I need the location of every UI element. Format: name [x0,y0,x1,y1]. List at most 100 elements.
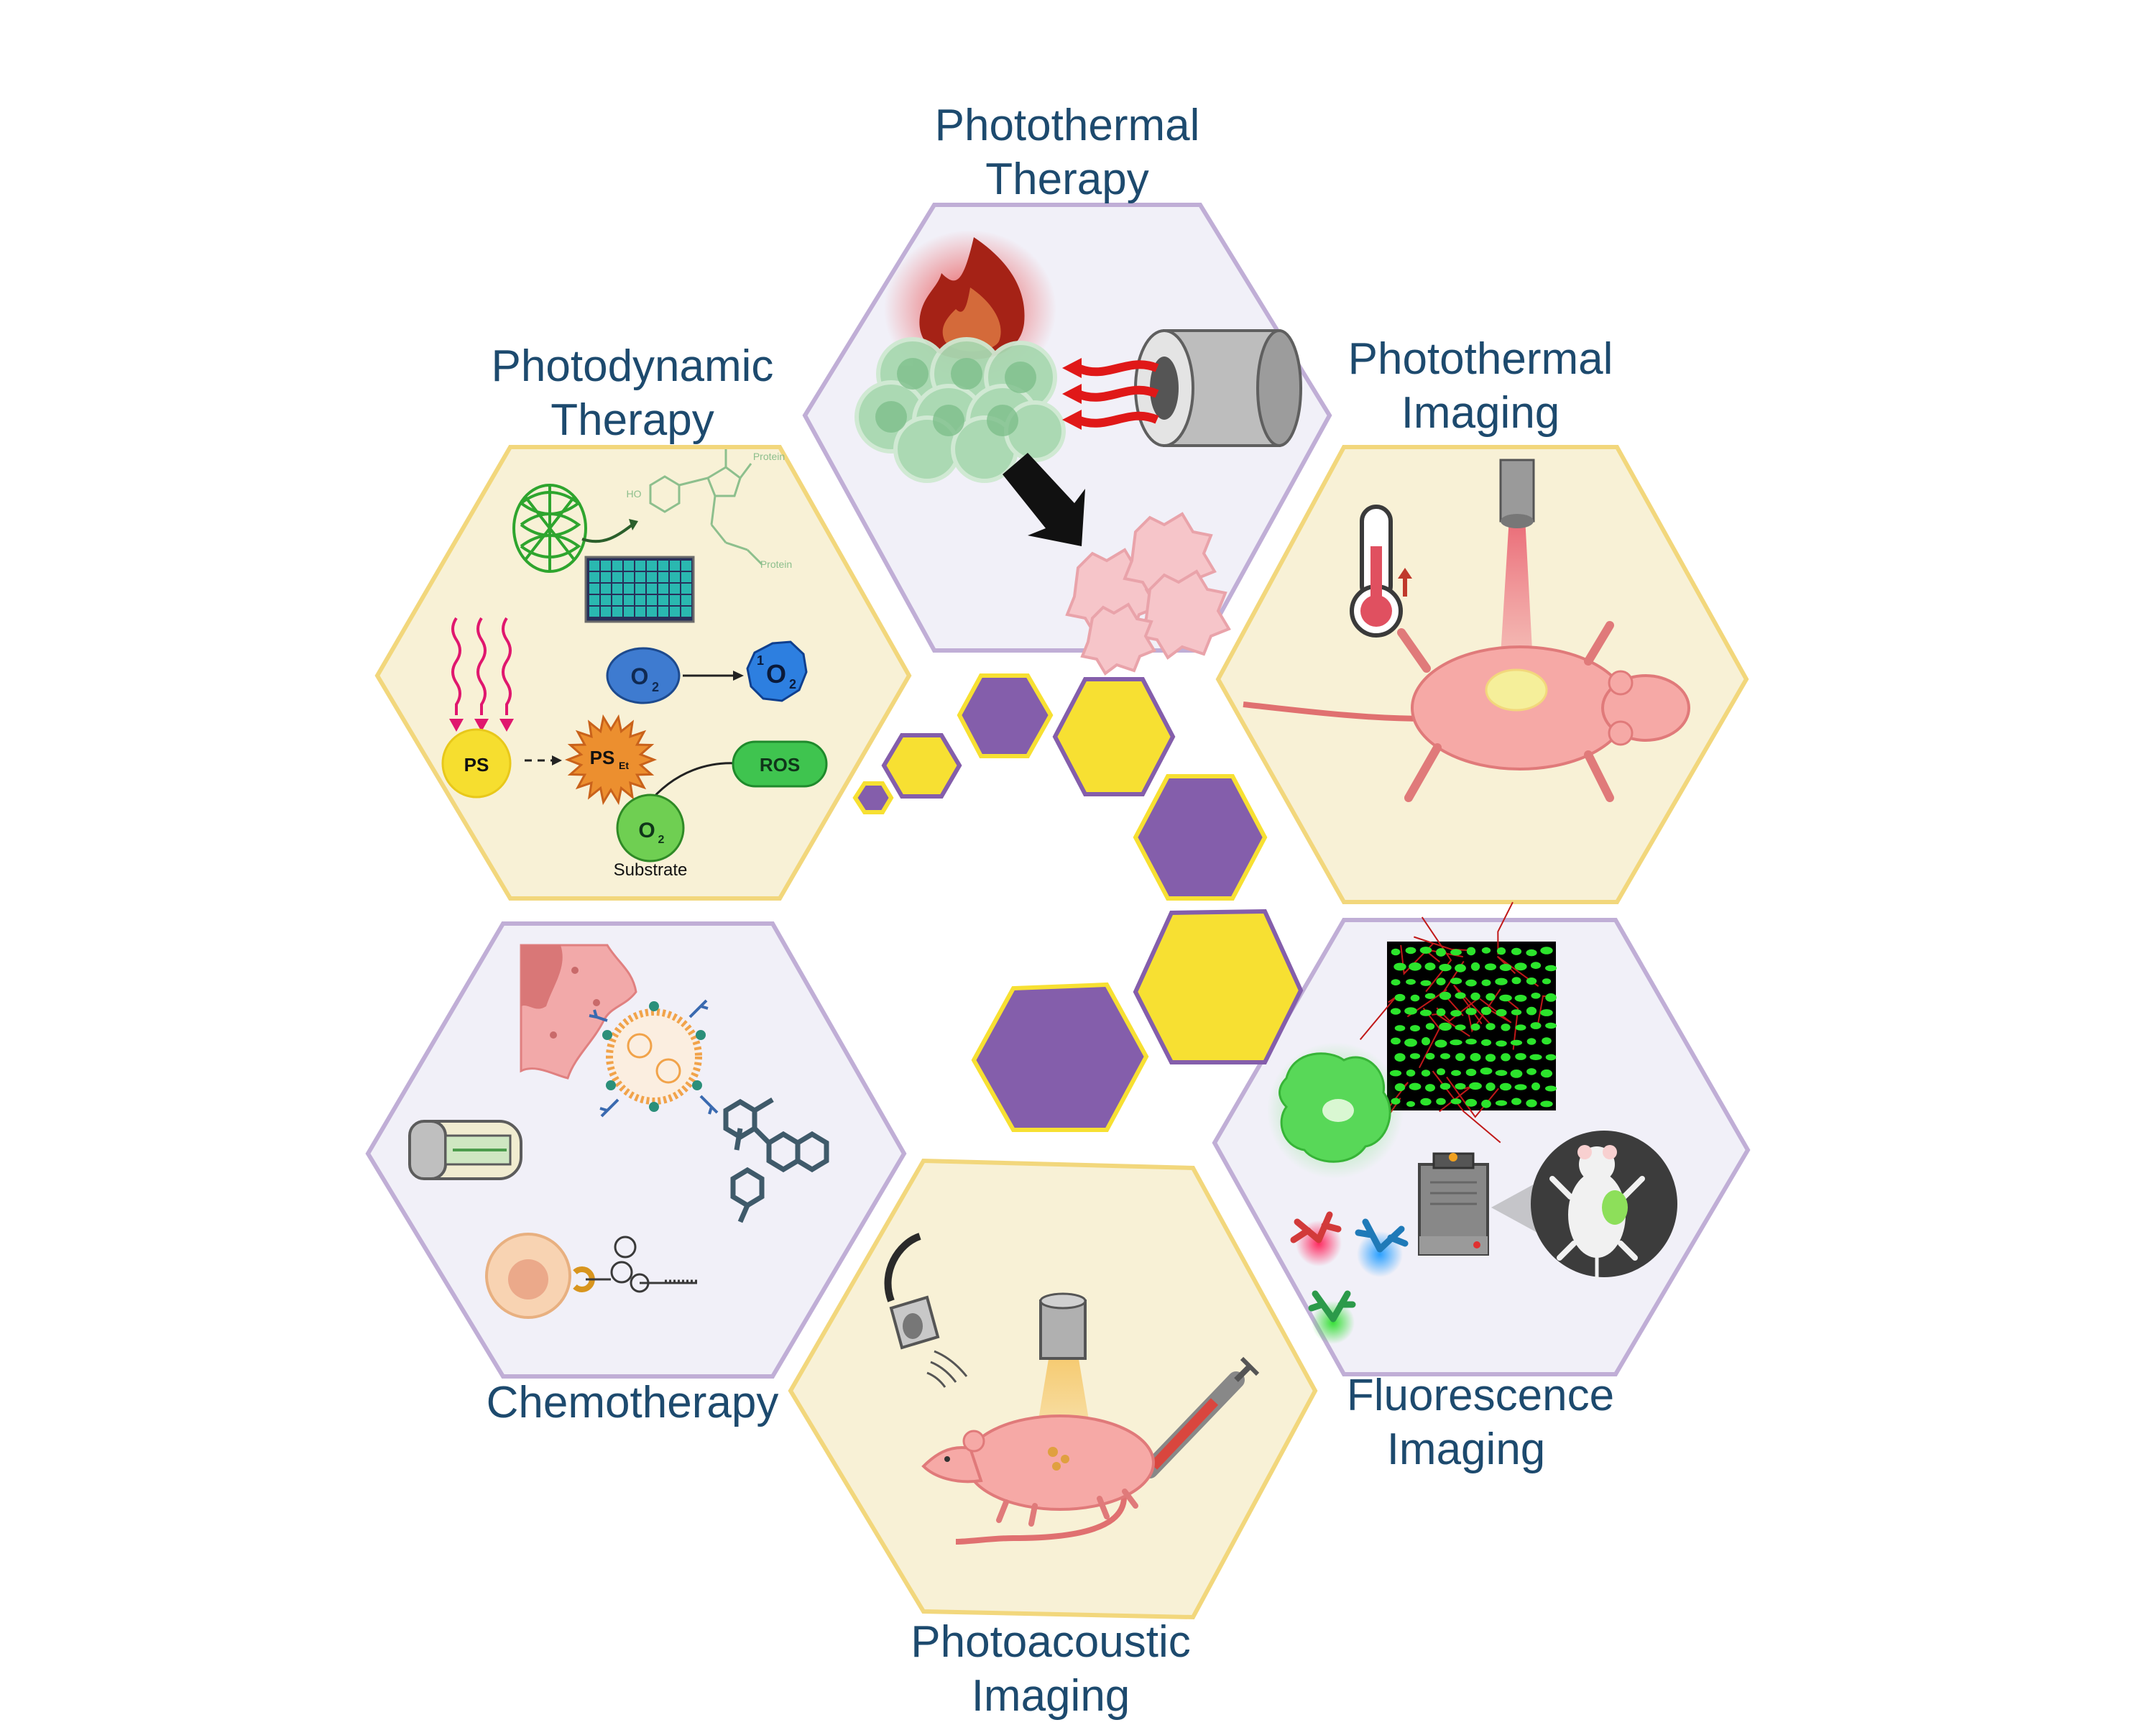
nucleus-dot [1409,1053,1421,1059]
membrane-line [1446,1076,1499,1118]
nucleus-dot [1450,1098,1462,1105]
photothermal-imaging-title-line2: Imaging [1401,388,1560,438]
nucleus-dot [1470,992,1480,1000]
nucleus-dot [1529,1054,1542,1061]
nucleus-dot [1394,1025,1406,1031]
nucleus-dot [1439,1022,1452,1031]
nucleus-dot [1465,1068,1477,1077]
nucleus-dot [1425,1084,1435,1092]
nucleus-dot [1421,1070,1431,1077]
nucleus-dot [1455,1082,1466,1090]
ho-label: HO [627,488,642,500]
nucleus-dot [1514,962,1527,971]
photoacoustic-imaging-title-line1: Photoacoustic [911,1617,1190,1667]
nucleus-dot [1540,1069,1553,1078]
nucleus-dot [1406,979,1416,985]
nucleus-dot [1481,1100,1491,1108]
nucleus-dot [1485,993,1496,1001]
nucleus-dot [1480,1006,1492,1016]
nucleus-dot [1526,949,1537,957]
chemotherapy-title: Chemotherapy [487,1378,779,1427]
nucleus-dot [1420,980,1432,986]
nucleus-dot [1545,1022,1557,1029]
ros-arrow [645,762,737,806]
black-arrow [1003,453,1085,546]
nucleus-dot [1511,977,1521,985]
panel-fluorescence-imaging: Fluorescence Imaging [1212,901,1751,1474]
rat-icon [921,1414,1155,1545]
ultrasound-transducer-icon [884,1233,968,1388]
nucleus-dot [1465,1008,1477,1016]
nucleus-dot [1481,979,1491,987]
nucleus-dot [1439,991,1452,1000]
ros-label: ROS [760,754,800,776]
nucleus-dot [1470,1053,1481,1062]
membrane-line [1421,916,1452,993]
nucleus-dot [1495,978,1508,985]
ps-label: PS [464,754,489,776]
nucleus-dot [1410,994,1420,1002]
nucleus-dot [1542,1037,1552,1045]
nucleus-dot [1404,1039,1417,1047]
nucleus-dot [1439,964,1452,972]
nucleus-dot [1439,1082,1451,1090]
pixel-grid-image [584,556,695,623]
nucleus-dot [1511,1098,1521,1105]
nucleus-dot [1425,1052,1435,1060]
nucleus-dot [1465,1039,1477,1045]
panel-photoacoustic-imaging: Photoacoustic Imaging [788,1158,1318,1721]
o2-oval: O 2 [606,647,681,704]
photodynamic-therapy-title-line1: Photodynamic [492,341,774,391]
substrate-label: Substrate [614,860,688,880]
nucleus-dot [1393,962,1406,971]
substrate-subscript: 2 [658,834,665,846]
nucleus-dot [1531,993,1541,999]
nucleus-dot [1450,978,1462,985]
nucleus-dot [1540,947,1553,954]
nucleus-dot [1496,947,1506,955]
nucleus-dot [1540,1100,1553,1108]
heat-arrowheads [1062,358,1082,430]
nucleus-dot [1515,1024,1526,1031]
singlet-oxygen-badge: 1 O 2 [746,640,808,702]
nucleus-dot [1496,1040,1507,1047]
nucleus-dot [1455,1024,1466,1031]
fluorescence-imaging-title-line2: Imaging [1387,1425,1546,1474]
nucleus-dot [1540,1009,1553,1016]
nucleus-dot [1526,1099,1537,1108]
connector-hexagon-6 [1133,908,1304,1064]
nucleus-dot [1485,963,1496,970]
photothermal-imaging-title-line1: Photothermal [1348,334,1613,384]
camera-icon [1418,1152,1489,1256]
photoacoustic-imaging-title-line2: Imaging [972,1671,1130,1721]
nucleus-dot [1499,994,1512,1002]
ros-pill: ROS [732,740,828,788]
thermometer-icon [1350,505,1412,638]
nucleus-dot [1436,1008,1446,1016]
nucleus-dot [1526,1068,1537,1075]
panel-photodynamic-therapy: Photodynamic Therapy HO Protein Protein [374,341,912,901]
nucleus-dot [1406,1070,1416,1077]
nucleus-dot [1434,1039,1447,1048]
mouse-icon [1243,621,1690,802]
nucleus-dot [1510,1039,1523,1046]
cell-nuclei [875,358,1036,436]
nucleus-dot [1405,947,1416,954]
nucleus-dot [1526,978,1537,985]
cell-icon [485,1233,595,1319]
mouse-imaging-circle [1531,1131,1677,1279]
nucleus-dot [1485,1023,1496,1031]
nucleus-dot [1422,1037,1430,1046]
center-hexagons [852,673,1304,1132]
nucleus-dot [1409,1082,1422,1090]
nucleus-dot [1465,979,1477,987]
green-protein-icon [512,484,587,573]
liposome-icon [589,999,719,1118]
nucleus-dot [1480,1039,1492,1046]
connector-hexagon-2 [881,733,962,799]
nucleus-dot [1514,1084,1527,1090]
nucleus-dot [1451,1070,1461,1076]
nucleus-dot [1455,1053,1465,1062]
nucleus-dot [1391,1037,1401,1045]
nucleus-dot [1394,1053,1406,1062]
